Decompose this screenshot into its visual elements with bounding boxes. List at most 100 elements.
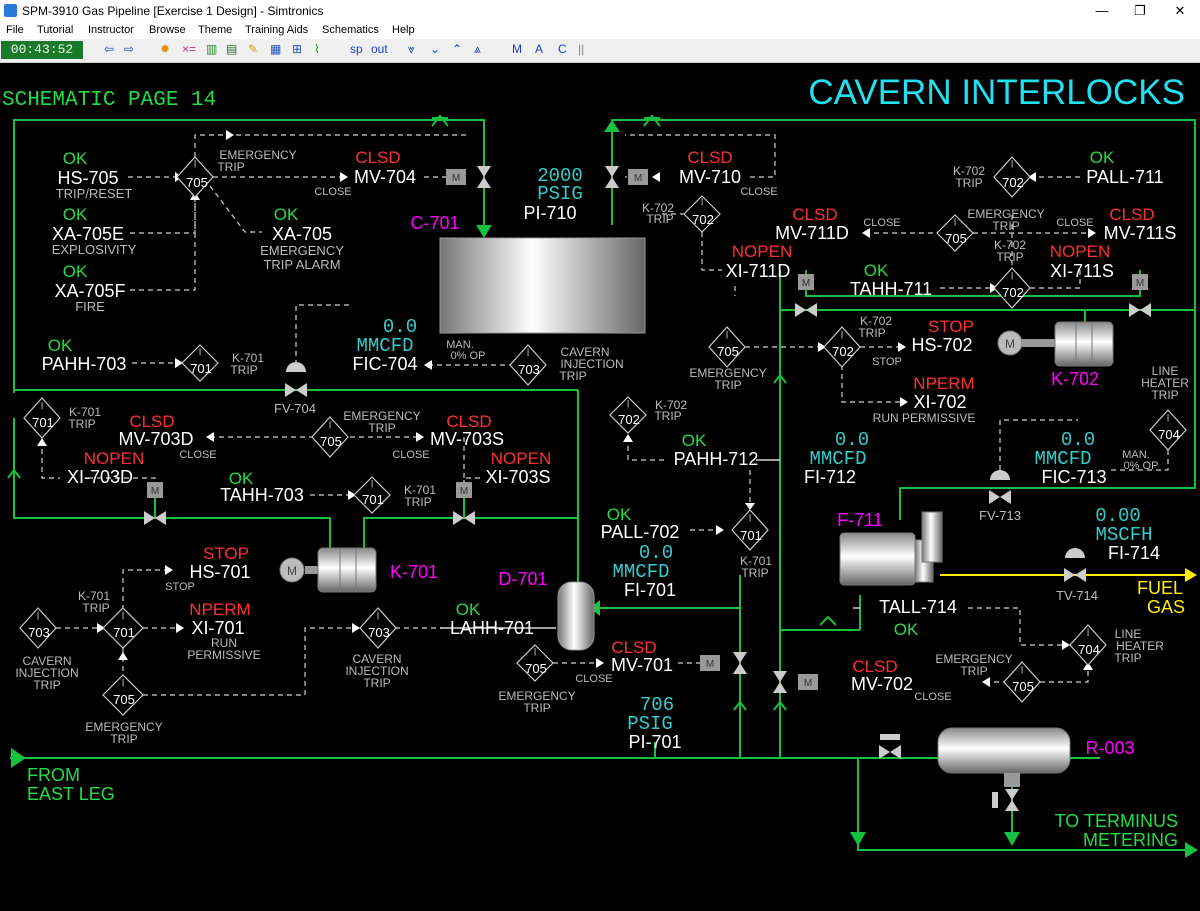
- sun-icon[interactable]: ✹: [160, 42, 171, 56]
- mv710-tag[interactable]: MV-710: [679, 167, 741, 187]
- heater-f711[interactable]: [839, 511, 943, 586]
- hs701-status: STOP: [203, 544, 249, 563]
- cavern-c701[interactable]: [439, 237, 646, 334]
- cit-b: INJECTION: [560, 357, 623, 371]
- compressor-k701[interactable]: M: [279, 547, 377, 593]
- fuel-label-a: FUEL: [1137, 578, 1183, 598]
- sp-button[interactable]: sp: [350, 42, 363, 56]
- m-button[interactable]: M: [512, 42, 522, 56]
- grid-icon[interactable]: ▦: [270, 42, 282, 56]
- et-b: TRIP: [992, 219, 1019, 233]
- maximize-button[interactable]: ❐: [1134, 3, 1146, 18]
- fi714-tag: FI-714: [1108, 543, 1160, 563]
- drum-d701[interactable]: [557, 581, 595, 651]
- pencil-icon[interactable]: ✎: [248, 42, 259, 56]
- pall711-tag: PALL-711: [1086, 167, 1163, 187]
- mv703d-tag[interactable]: MV-703D: [118, 429, 193, 449]
- svg-text:M: M: [452, 173, 460, 184]
- mv701-tag[interactable]: MV-701: [611, 655, 673, 675]
- et-b: TRIP: [960, 664, 987, 678]
- close-button[interactable]: ✕: [1174, 3, 1186, 18]
- bars-icon[interactable]: ▥: [206, 42, 218, 56]
- mv711d-tag[interactable]: MV-711D: [775, 223, 849, 243]
- fic704-unit: MMCFD: [356, 335, 413, 357]
- menu-file[interactable]: File: [6, 24, 24, 36]
- hs702-tag[interactable]: HS-702: [911, 335, 972, 355]
- out-button[interactable]: out: [371, 42, 388, 56]
- cit-a: CAVERN: [560, 345, 609, 359]
- fic713-tag[interactable]: FIC-713: [1041, 467, 1106, 487]
- mv703s-tag[interactable]: MV-703S: [430, 429, 504, 449]
- f711-label: F-711: [837, 510, 883, 530]
- diamond-bar: |: [749, 513, 751, 522]
- valves[interactable]: M M M M M M M M: [144, 166, 1151, 811]
- mv702-tag[interactable]: MV-702: [851, 674, 913, 694]
- schematic-canvas: M M M M M M M M M M: [0, 63, 1200, 906]
- diamond-bar: |: [534, 647, 536, 656]
- k702-trip-a: K-702: [860, 314, 892, 328]
- pall711-status: OK: [1090, 148, 1115, 167]
- diamond-bar: |: [199, 347, 201, 356]
- fi712-tag: FI-712: [804, 467, 856, 487]
- mv711d-close: CLOSE: [863, 217, 900, 229]
- pi701-tag: PI-701: [628, 732, 681, 752]
- menu-instructor[interactable]: Instructor: [88, 24, 134, 36]
- k701-label: K-701: [390, 562, 438, 582]
- c-button[interactable]: C: [558, 42, 567, 56]
- a-button[interactable]: A: [535, 42, 544, 56]
- svg-text:M: M: [706, 659, 714, 670]
- fic713-unit: MMCFD: [1034, 448, 1091, 470]
- lht-c: TRIP: [1151, 388, 1178, 402]
- pahh703-status: OK: [48, 336, 73, 355]
- menu-theme[interactable]: Theme: [198, 24, 233, 36]
- mv703d-close: CLOSE: [179, 449, 216, 461]
- hs705-tag[interactable]: HS-705: [57, 168, 118, 188]
- title-bar: SPM-3910 Gas Pipeline [Exercise 1 Design…: [0, 0, 1200, 22]
- k701-trip-a: K-701: [69, 405, 101, 419]
- page-label: SCHEMATIC PAGE 14: [2, 89, 216, 112]
- xa705e-tag: XA-705E: [52, 224, 124, 244]
- diamond-702-label: 702: [618, 412, 640, 427]
- k702-trip-a: K-702: [655, 398, 687, 412]
- mv704-tag[interactable]: MV-704: [354, 167, 416, 187]
- mv711s-tag[interactable]: MV-711S: [1104, 223, 1177, 243]
- menu-training-aids[interactable]: Training Aids: [245, 24, 309, 36]
- hs701-tag[interactable]: HS-701: [189, 562, 250, 582]
- xi701-desc-a: RUN: [211, 636, 237, 650]
- fic713-man: MAN.: [1122, 449, 1150, 461]
- fic704-tag[interactable]: FIC-704: [352, 354, 417, 374]
- diamond-bar: |: [954, 217, 956, 226]
- up-icon[interactable]: ⌃: [452, 42, 463, 56]
- chart-icon[interactable]: ▤: [226, 42, 238, 56]
- receiver-r003[interactable]: [937, 727, 1071, 787]
- double-up-icon[interactable]: ⩓: [474, 42, 481, 56]
- xi711s-tag: XI-711S: [1050, 261, 1114, 281]
- hs701-stop: STOP: [165, 581, 195, 593]
- menu-schematics[interactable]: Schematics: [322, 24, 379, 36]
- to-label-a: TO TERMINUS: [1055, 811, 1178, 831]
- multiply-icon[interactable]: ×=: [182, 42, 197, 56]
- menu-bar: File Tutorial Instructor Browse Theme Tr…: [0, 22, 1200, 39]
- tree-icon[interactable]: ⊞: [292, 42, 303, 56]
- menu-help[interactable]: Help: [392, 24, 415, 36]
- interlock-diamonds[interactable]: [19, 156, 1187, 716]
- trend-icon[interactable]: ⌇: [314, 42, 320, 56]
- fuel-label-b: GAS: [1147, 597, 1185, 617]
- menu-tutorial[interactable]: Tutorial: [37, 24, 74, 36]
- forward-arrow-icon[interactable]: ⇨: [124, 42, 135, 56]
- k702-label: K-702: [1051, 369, 1099, 389]
- down-icon[interactable]: ⌄: [430, 42, 441, 56]
- tahh703-status: OK: [229, 469, 254, 488]
- menu-browse[interactable]: Browse: [149, 24, 186, 36]
- diamond-bar: |: [37, 611, 39, 620]
- fi714-value: 0.00: [1095, 505, 1141, 527]
- diamond-bar: |: [371, 479, 373, 488]
- compressor-k702[interactable]: M: [997, 321, 1114, 367]
- minimize-button[interactable]: —: [1095, 3, 1109, 18]
- diamond-bar: |: [1167, 413, 1169, 422]
- double-down-icon[interactable]: ⩔: [408, 42, 415, 56]
- lht-a: LINE: [1152, 364, 1179, 378]
- svg-text:M: M: [151, 486, 159, 497]
- back-arrow-icon[interactable]: ⇦: [104, 42, 115, 56]
- cit-c: TRIP: [33, 678, 60, 692]
